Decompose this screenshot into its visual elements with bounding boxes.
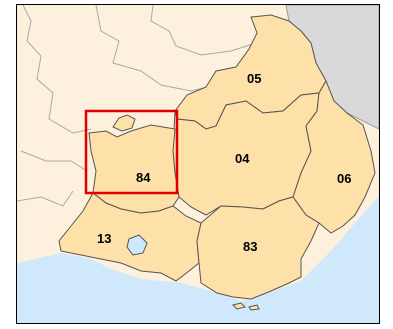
region-map: 05 04 06 84 13 83 (17, 5, 379, 323)
region-departments (58, 14, 376, 300)
label-04: 04 (235, 151, 250, 166)
highlight-box (84, 109, 179, 195)
label-84: 84 (136, 170, 151, 185)
label-83: 83 (243, 239, 257, 254)
department-06[interactable] (292, 79, 376, 234)
islands (232, 302, 260, 311)
enclave-84[interactable] (112, 114, 136, 132)
label-13: 13 (97, 231, 111, 246)
label-05: 05 (247, 71, 261, 86)
department-83[interactable] (196, 196, 320, 300)
lake (126, 234, 148, 256)
sea (17, 196, 379, 323)
map-frame: 05 04 06 84 13 83 (16, 4, 380, 324)
outside-borders (17, 5, 257, 207)
label-06: 06 (337, 171, 351, 186)
department-84[interactable] (88, 124, 180, 214)
department-13[interactable] (58, 192, 202, 282)
